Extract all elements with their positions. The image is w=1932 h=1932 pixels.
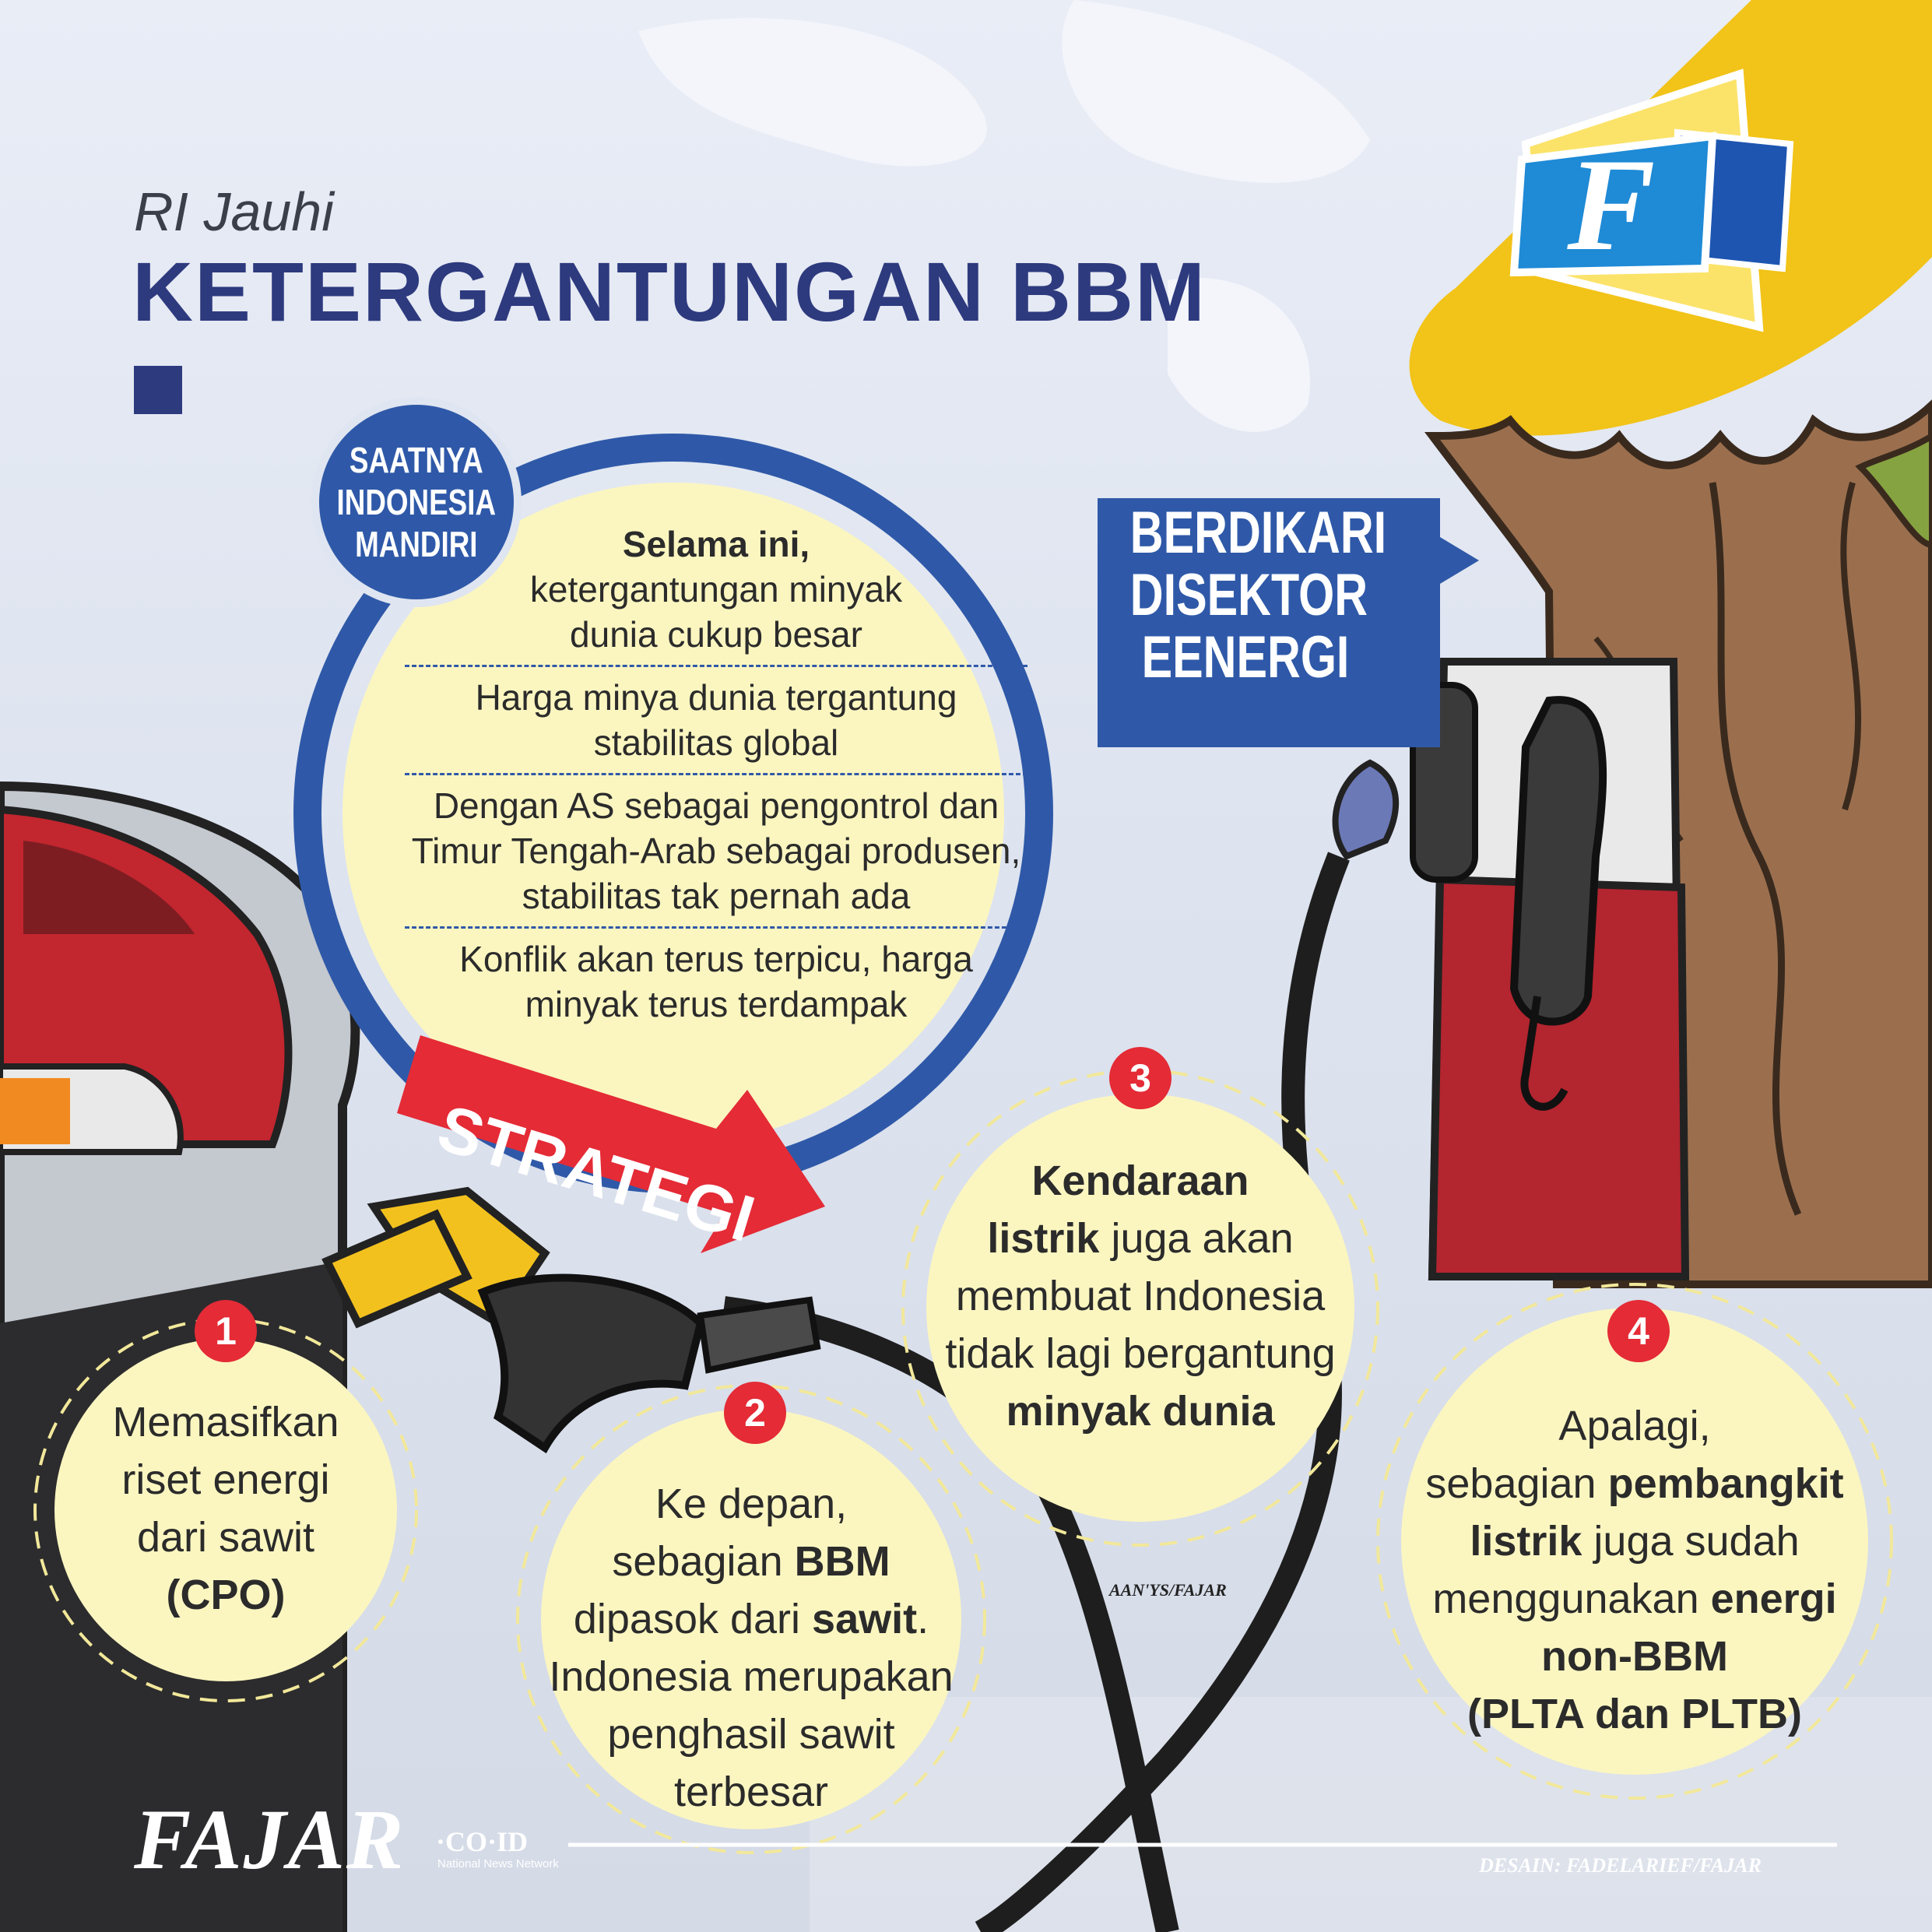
context-bubble xyxy=(342,483,1004,1144)
strategy-bold: energi xyxy=(1710,1575,1837,1622)
fact-line: Konflik akan terus terpicu, harga xyxy=(459,939,973,979)
strategy-arrow xyxy=(397,1035,825,1253)
strategy-line: riset energi xyxy=(121,1456,330,1503)
strategy-bold: (CPO) xyxy=(166,1572,286,1618)
map-shape xyxy=(638,18,987,167)
strategy-line: penghasil sawit xyxy=(607,1711,895,1758)
berdikari-line: BERDIKARI xyxy=(1129,500,1387,566)
bubble-ring-4 xyxy=(1376,1283,1893,1800)
berdikari-line: EENERGI xyxy=(1141,624,1350,690)
bubble-3 xyxy=(926,1094,1354,1522)
bubble-4 xyxy=(1401,1308,1868,1775)
subtitle: RI Jauhi xyxy=(134,181,334,242)
fact-line: ketergantungan minyak xyxy=(529,569,903,609)
map-shape xyxy=(1168,277,1311,432)
strategy-span: juga sudah xyxy=(1582,1518,1800,1565)
strategy-number-3: 3 xyxy=(1109,1047,1171,1109)
berdikari-heading: BERDIKARI DISEKTOR EENERGI xyxy=(1129,500,1387,690)
fuel-hose xyxy=(975,852,1350,1932)
svg-text:F: F xyxy=(1566,132,1655,278)
strategy-4-text: Apalagi, sebagian pembangkit listrik jug… xyxy=(1401,1397,1868,1743)
fact-line: minyak terus terdampak xyxy=(525,984,908,1024)
strategy-span: . xyxy=(917,1596,929,1642)
bubble-2 xyxy=(541,1409,961,1829)
strategy-2-text: Ke depan, sebagian BBM dipasok dari sawi… xyxy=(545,1475,957,1821)
strategy-line: dari sawit xyxy=(136,1514,315,1561)
fact-line: Dengan AS sebagai pengontrol dan xyxy=(433,785,999,826)
fact-line: Timur Tengah-Arab sebagai produsen, xyxy=(411,831,1021,871)
fajar-tagline: National News Network xyxy=(437,1857,559,1871)
badge-line: INDONESIA xyxy=(336,482,497,522)
fajar-logo-icon: F xyxy=(1509,68,1794,332)
strategy-bold: Kendaraan xyxy=(1031,1157,1249,1204)
fajar-domain: ·CO·ID xyxy=(436,1826,529,1857)
strategy-line: Memasifkan xyxy=(112,1399,339,1445)
title-marker xyxy=(134,366,182,414)
page-title: KETERGANTUNGAN BBM xyxy=(132,244,1207,339)
strategy-span: sebagian xyxy=(1425,1460,1608,1507)
strategy-bold: listrik xyxy=(987,1215,1100,1262)
fact-item: Dengan AS sebagai pengontrol dan Timur T… xyxy=(405,775,1027,929)
berdikari-banner xyxy=(1098,498,1479,747)
strategy-number-4: 4 xyxy=(1607,1300,1670,1362)
strategy-1-text: Memasifkan riset energi dari sawit (CPO) xyxy=(70,1393,381,1624)
berdikari-line: DISEKTOR xyxy=(1129,562,1368,628)
strategy-line: membuat Indonesia xyxy=(955,1273,1326,1319)
strategy-bold: non-BBM xyxy=(1541,1633,1728,1680)
strategy-bold: listrik xyxy=(1470,1518,1582,1565)
badge-line: SAATNYA xyxy=(350,440,483,480)
strategy-bold: pembangkit xyxy=(1607,1460,1844,1507)
fact-item: Selama ini, ketergantungan minyak dunia … xyxy=(405,514,1027,667)
strategy-line: Apalagi, xyxy=(1558,1403,1711,1449)
badge-line: MANDIRI xyxy=(355,524,478,564)
fact-bold: Selama ini, xyxy=(622,524,810,564)
mandiri-badge: SAATNYA INDONESIA MANDIRI xyxy=(319,405,514,599)
fact-line: Harga minya dunia tergantung xyxy=(475,677,957,718)
fact-line: dunia cukup besar xyxy=(570,614,862,655)
fuel-nozzle-icon xyxy=(321,1186,821,1454)
illustrator-credit: AAN'YS/FAJAR xyxy=(1109,1580,1227,1600)
strategy-bold: sawit xyxy=(812,1596,918,1642)
strategy-number-1: 1 xyxy=(195,1300,257,1362)
strategy-line: Indonesia merupakan xyxy=(549,1653,954,1700)
strategy-line: tidak lagi bergantung xyxy=(945,1330,1336,1377)
fuel-pump-icon xyxy=(1332,658,1690,1280)
bubble-ring-3 xyxy=(901,1069,1379,1547)
strategy-number-2: 2 xyxy=(724,1382,786,1444)
fact-item: Harga minya dunia tergantung stabilitas … xyxy=(405,667,1027,775)
strategy-3-text: Kendaraan listrik juga akan membuat Indo… xyxy=(930,1152,1351,1440)
strategy-bold: minyak dunia xyxy=(1006,1388,1275,1435)
strategy-span: sebagian xyxy=(612,1538,795,1585)
map-shape xyxy=(1062,0,1370,183)
fact-item: Konflik akan terus terpicu, harga minyak… xyxy=(405,929,1027,1034)
strategy-line: Ke depan, xyxy=(655,1481,848,1527)
bubble-1 xyxy=(54,1339,397,1681)
fact-line: stabilitas global xyxy=(593,722,839,763)
fajar-wordmark: FAJAR xyxy=(134,1792,406,1887)
strategy-span: menggunakan xyxy=(1432,1575,1711,1622)
strategy-span: juga akan xyxy=(1099,1215,1294,1262)
strategy-line: terbesar xyxy=(673,1769,829,1815)
fact-line: stabilitas tak pernah ada xyxy=(522,876,911,916)
strategy-bold: (PLTA dan PLTB) xyxy=(1467,1691,1802,1737)
strategy-span: dipasok dari xyxy=(573,1596,813,1642)
designer-credit: DESAIN: FADELARIEF/FAJAR xyxy=(1479,1854,1762,1877)
context-facts: Selama ini, ketergantungan minyak dunia … xyxy=(405,514,1027,1034)
strategy-bold: BBM xyxy=(794,1538,890,1585)
